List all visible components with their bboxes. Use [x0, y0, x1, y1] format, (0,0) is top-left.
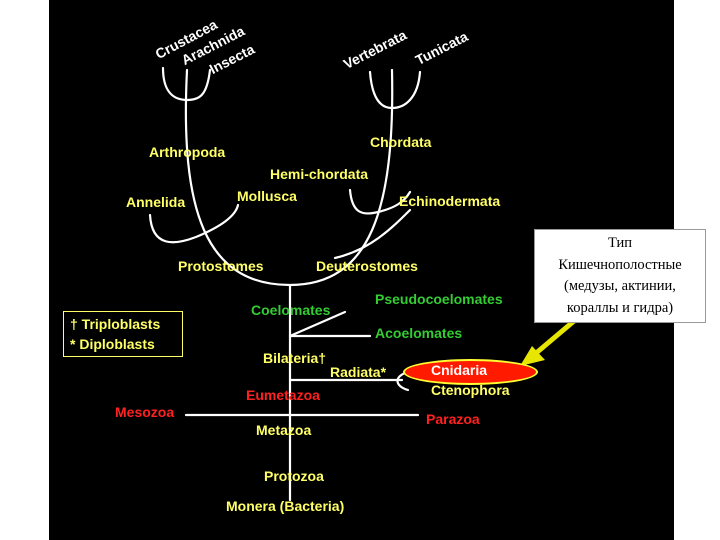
label-coelomates: Coelomates: [251, 302, 331, 318]
deuterostome-lower-bracket: [333, 208, 412, 260]
info-line-4: кораллы и гидра): [566, 299, 674, 316]
label-radiata: Radiata*: [330, 364, 387, 380]
label-metazoa: Metazoa: [256, 422, 312, 438]
label-arthropoda: Arthropoda: [149, 144, 226, 160]
pseudocoelomate-branch: [288, 310, 347, 338]
label-protostomes: Protostomes: [178, 258, 264, 274]
legend-box: † Triploblasts * Diploblasts: [63, 311, 183, 357]
label-echinodermata: Echinodermata: [399, 193, 501, 209]
label-acoelomates: Acoelomates: [375, 325, 463, 341]
label-hemichordata: Hemi-chordata: [270, 166, 369, 182]
chordate-tips: [368, 70, 422, 110]
protostome-deuterostome-branch: [184, 68, 394, 287]
label-pseudocoelomates: Pseudocoelomates: [375, 291, 503, 307]
label-monera: Monera (Bacteria): [226, 498, 345, 514]
label-deuterostomes: Deuterostomes: [316, 258, 418, 274]
label-ctenophora: Ctenophora: [431, 382, 510, 398]
legend-triploblasts: † Triploblasts: [70, 316, 161, 332]
info-callout: Тип Кишечнополостные (медузы, актинии, к…: [534, 229, 706, 323]
label-annelida: Annelida: [126, 194, 186, 210]
annelid-mollusc-bracket: [148, 203, 240, 244]
label-eumetazoa: Eumetazoa: [246, 387, 320, 403]
label-bilateria: Bilateria†: [263, 350, 327, 366]
label-mollusca: Mollusca: [237, 188, 297, 204]
hemichordate-echinoderm-bracket: [348, 188, 412, 215]
cnidaria-highlight: [403, 359, 538, 385]
highlight-arrow: [520, 319, 576, 366]
info-line-1: Тип: [607, 235, 632, 251]
label-parazoa: Parazoa: [426, 411, 480, 427]
label-mesozoa: Mesozoa: [115, 404, 175, 420]
label-cnidaria: Cnidaria: [431, 362, 488, 378]
info-line-3: (медузы, актинии,: [564, 278, 676, 294]
label-chordata: Chordata: [370, 134, 432, 150]
info-line-2: Кишечнополостные: [558, 256, 682, 273]
arthropod-tips: [161, 66, 212, 102]
label-protozoa: Protozoa: [264, 468, 324, 484]
legend-diploblasts: * Diploblasts: [70, 336, 155, 352]
